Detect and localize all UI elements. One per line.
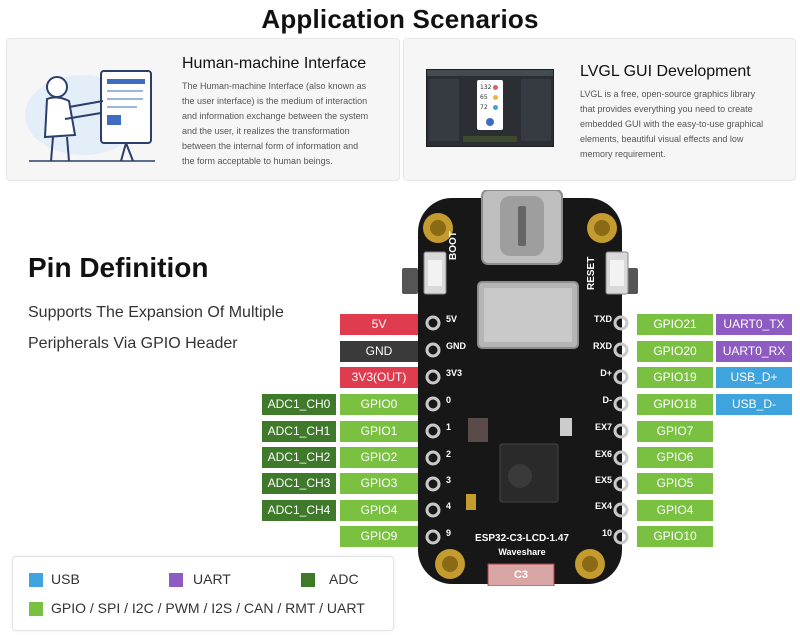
legend-label-gpio: GPIO / SPI / I2C / PWM / I2S / CAN / RMT… [51, 600, 365, 616]
lvgl-editor-screenshot: 132 65 72 [426, 69, 554, 147]
pin-subtitle-line: Supports The Expansion Of Multiple [28, 304, 284, 321]
desc-line: memory requirement. [580, 149, 666, 159]
silk-label: 3 [446, 475, 452, 485]
preview-value: 72 [480, 104, 488, 111]
right-pin-label: GPIO10 [637, 526, 713, 547]
left-pin-label: GPIO3 [340, 473, 418, 494]
pin-subtitle-line: Peripherals Via GPIO Header [28, 335, 238, 352]
left-pin-label: GPIO9 [340, 526, 418, 547]
lvgl-preview-screen: 132 65 72 [477, 80, 503, 130]
board-graphic [402, 190, 638, 586]
desc-line: LVGL is a free, open-source graphics lib… [580, 89, 756, 99]
silk-label: D- [602, 395, 613, 405]
page-title: Application Scenarios [261, 4, 539, 34]
desc-line: elements, beautiful visual effects and l… [580, 134, 744, 144]
left-pin-label: GPIO0 [340, 394, 418, 415]
right-pin-label: GPIO19 [637, 367, 713, 388]
alt-function-label: USB_D- [716, 394, 792, 415]
desc-line: the form acceptable to human beings. [182, 156, 333, 166]
legend-swatch-uart [169, 573, 183, 587]
desc-line: between the internal form of information… [182, 141, 359, 151]
desc-line: The Human-machine Interface (also known … [182, 81, 367, 91]
desc-line: and the user, it realizes the transforma… [182, 126, 350, 136]
left-pin-label: GPIO1 [340, 421, 418, 442]
silk-label: 9 [446, 528, 452, 538]
legend-swatch-adc [301, 573, 315, 587]
hmi-illustration [25, 70, 155, 162]
preview-value: 65 [480, 94, 488, 101]
reset-silk-label: RESET [586, 256, 597, 290]
silk-label: GND [446, 341, 466, 351]
silk-label: 5V [446, 314, 458, 324]
right-pin-label: GPIO4 [637, 500, 713, 521]
legend-swatch-usb [29, 573, 43, 587]
left-pin-label: 5V [340, 314, 418, 335]
hmi-card-description: The Human-machine Interface (also known … [182, 79, 392, 169]
silk-label: 2 [446, 449, 452, 459]
silk-label: TXD [594, 314, 612, 324]
right-pin-label: GPIO21 [637, 314, 713, 335]
desc-line: and information exchange between the sys… [182, 111, 369, 121]
chip-label: C3 [513, 569, 529, 581]
silk-label: 3V3 [446, 368, 463, 378]
board-name: ESP32-C3-LCD-1.47 [475, 533, 569, 544]
left-pin-label: GND [340, 341, 418, 362]
right-pin-label: GPIO18 [637, 394, 713, 415]
adc-channel-label: ADC1_CH1 [262, 421, 336, 442]
silk-label: 0 [446, 395, 452, 405]
pin-definition-title: Pin Definition [28, 252, 209, 283]
desc-line: embedded GUI with the easy-to-use graphi… [580, 119, 764, 129]
legend-label-usb: USB [51, 571, 80, 587]
adc-channel-label: ADC1_CH3 [262, 473, 336, 494]
silk-label: D+ [600, 368, 612, 378]
desc-line: that provides everything you need to cre… [580, 104, 753, 114]
left-pin-label: 3V3(OUT) [340, 367, 418, 388]
legend-label-uart: UART [193, 571, 231, 587]
adc-channel-label: ADC1_CH4 [262, 500, 336, 521]
silk-label: 1 [446, 422, 452, 432]
silk-label: EX7 [594, 422, 612, 432]
alt-function-label: UART0_RX [716, 341, 792, 362]
board-brand: Waveshare [498, 547, 546, 557]
silk-label: EX5 [594, 475, 612, 485]
legend-swatch-gpio [29, 602, 43, 616]
legend-label-adc: ADC [329, 571, 359, 587]
right-pin-label: GPIO6 [637, 447, 713, 468]
lvgl-card-title: LVGL GUI Development [580, 63, 751, 80]
adc-channel-label: ADC1_CH2 [262, 447, 336, 468]
legend: USB UART ADC GPIO / SPI / I2C / PWM / I2… [12, 556, 394, 631]
alt-function-label: USB_D+ [716, 367, 792, 388]
left-pin-label: GPIO4 [340, 500, 418, 521]
boot-silk-label: BOOT [448, 231, 459, 260]
silk-label: EX6 [594, 449, 612, 459]
right-pin-label: GPIO20 [637, 341, 713, 362]
left-pin-label: GPIO2 [340, 447, 418, 468]
silk-label: 10 [601, 528, 612, 538]
lvgl-card: 132 65 72 LVGL GUI Development LVGL is a… [403, 38, 796, 181]
silk-label: 4 [446, 501, 452, 511]
right-pin-label: GPIO5 [637, 473, 713, 494]
esp32-board: BOOT RESET ESP32-C3-LCD-1.47 Waveshare C… [400, 190, 640, 586]
silk-label: RXD [592, 341, 612, 351]
lvgl-card-description: LVGL is a free, open-source graphics lib… [580, 87, 785, 162]
hmi-card-title: Human-machine Interface [182, 55, 367, 72]
alt-function-label: UART0_TX [716, 314, 792, 335]
hmi-card: Human-machine Interface The Human-machin… [6, 38, 400, 181]
preview-value: 132 [480, 84, 492, 91]
silk-label: EX4 [594, 501, 612, 511]
right-pin-label: GPIO7 [637, 421, 713, 442]
adc-channel-label: ADC1_CH0 [262, 394, 336, 415]
desc-line: the user interface) is the medium of int… [182, 96, 368, 106]
